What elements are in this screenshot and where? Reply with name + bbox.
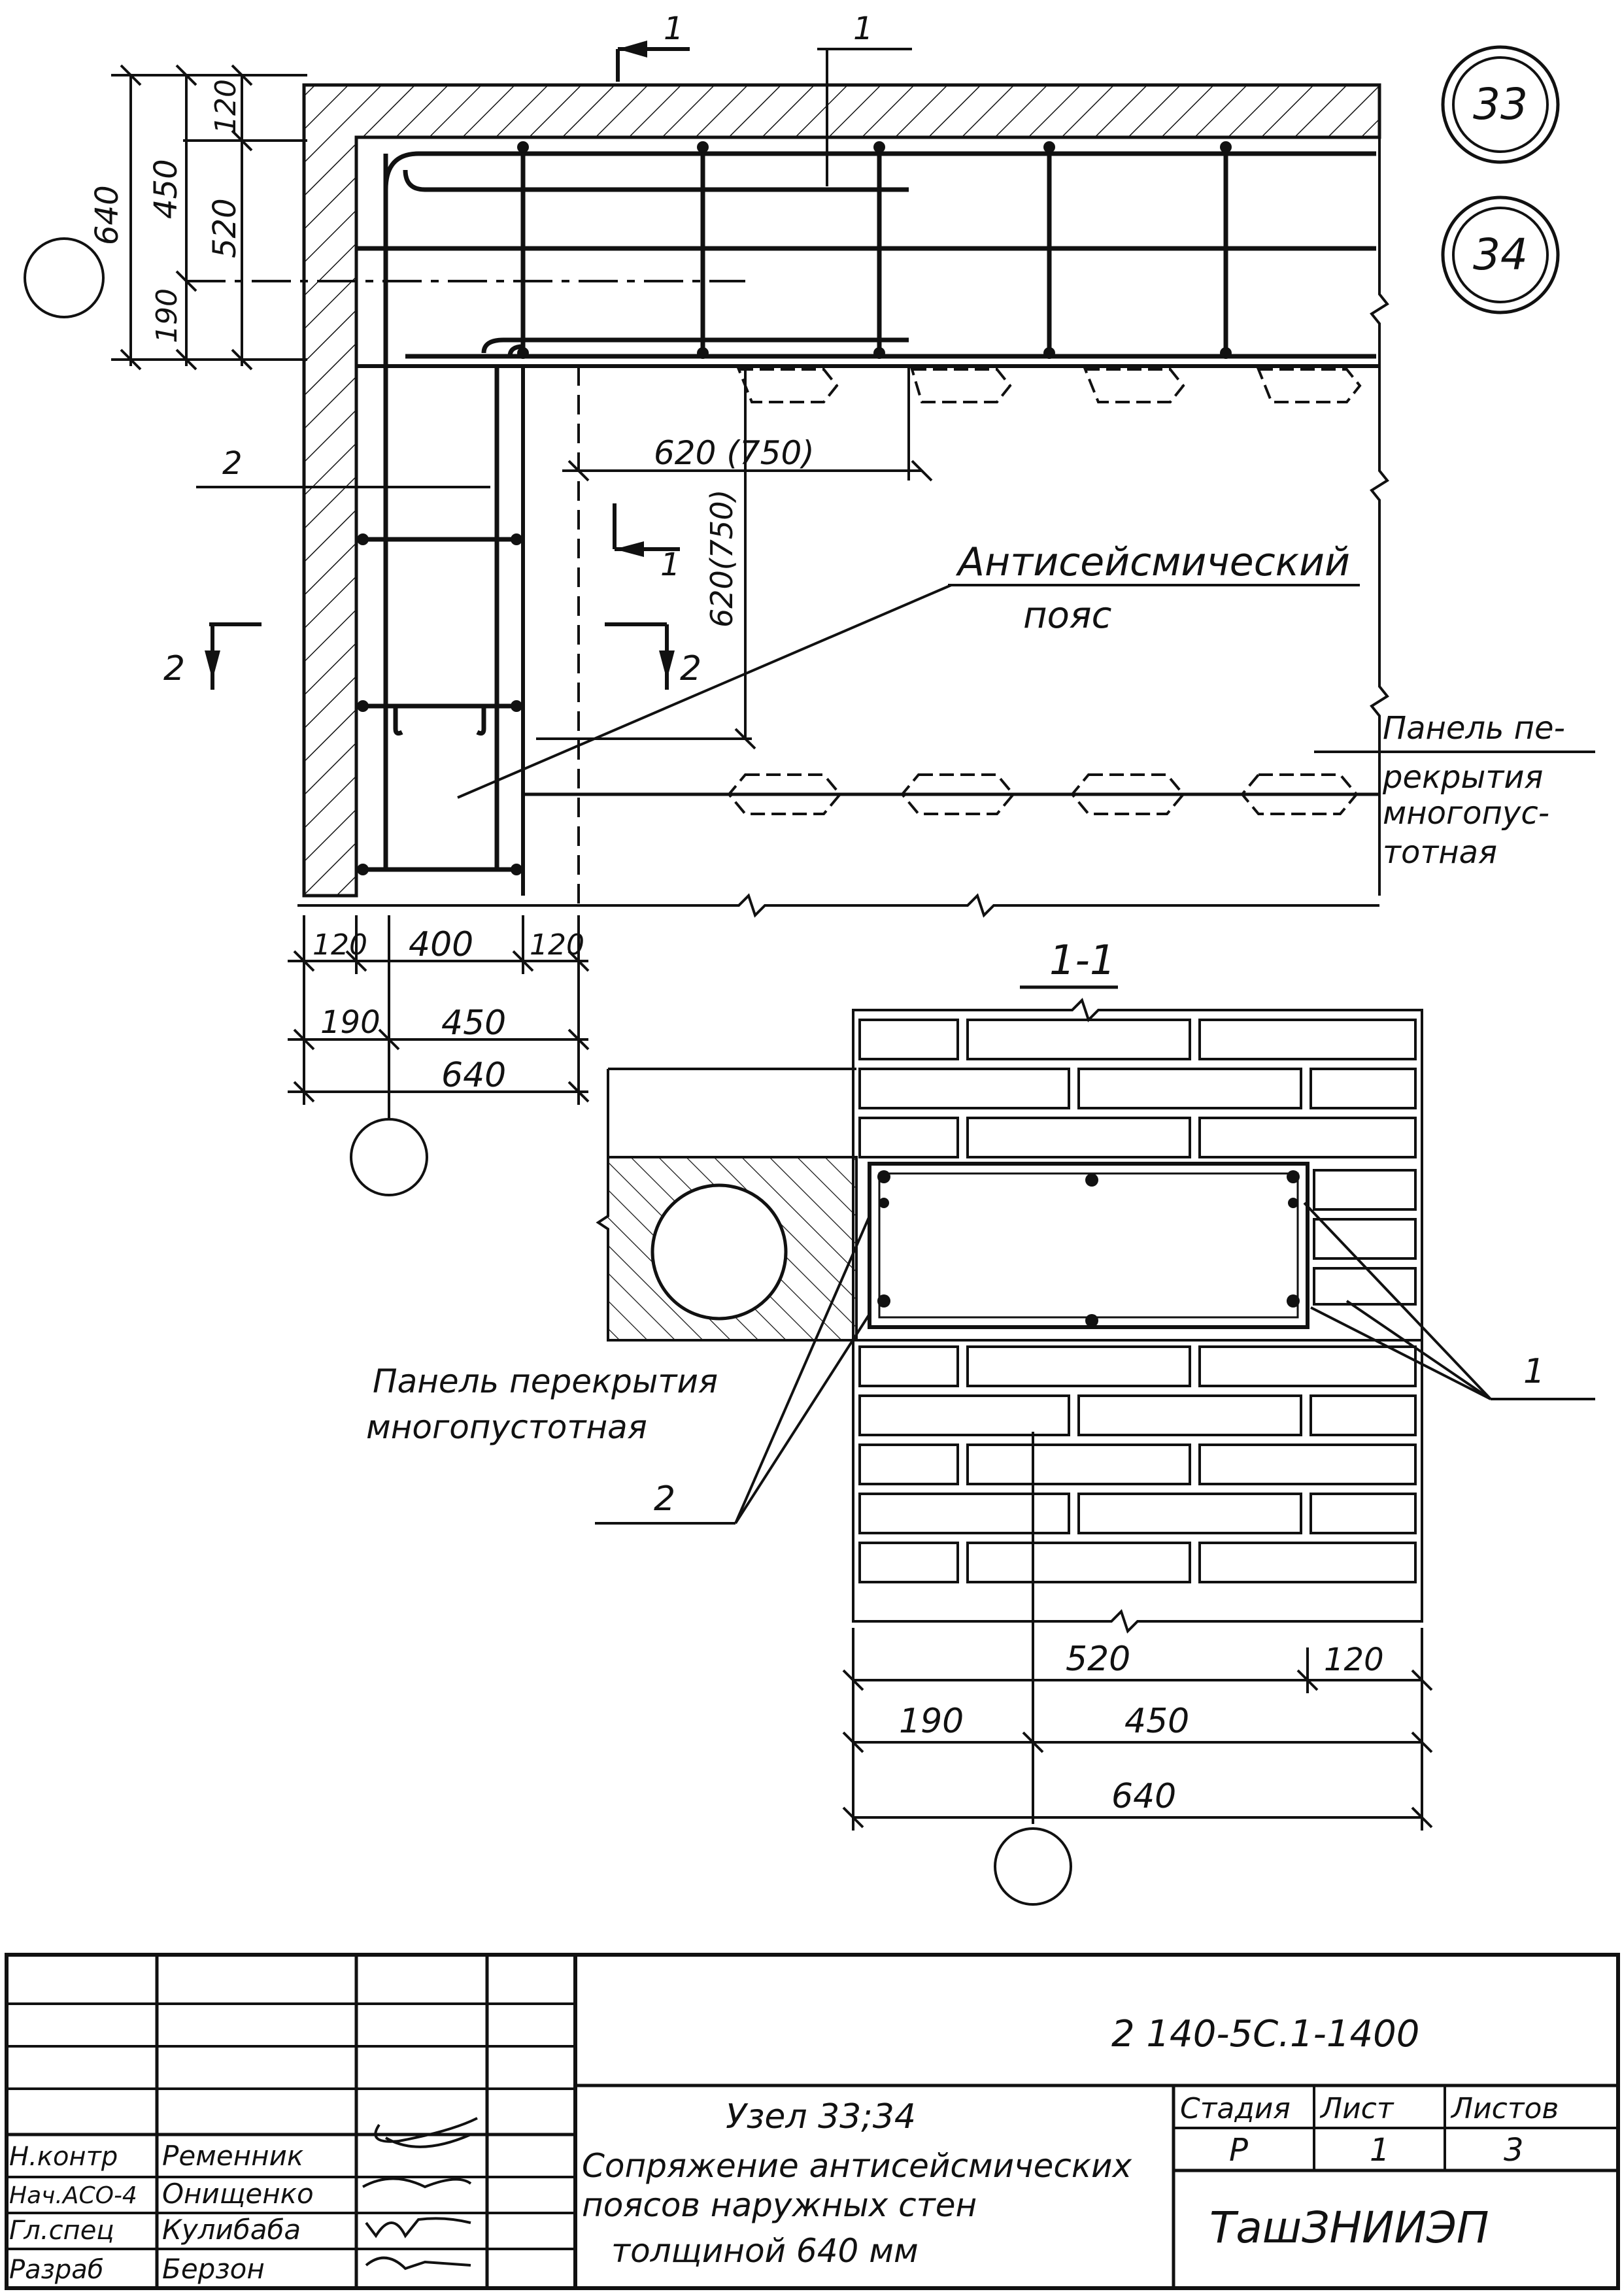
signoff-table: Н.контр Ременник Нач.АСО-4 Онищенко Гл.с… <box>9 2140 314 2285</box>
name-1: Ременник <box>162 2140 304 2172</box>
section-dim-total: 640 <box>1111 1777 1176 1816</box>
masonry-upper <box>858 1019 1417 1306</box>
section-title: 1-1 <box>1049 936 1115 984</box>
panel-callout-plan: Панель пе- рекрытия многопус- тотная <box>1314 710 1595 871</box>
section-dim-mid-left: 190 <box>899 1702 964 1741</box>
dim-bottom-right: 120 <box>530 928 584 962</box>
belt-label-2: пояс <box>1023 594 1112 637</box>
section-callout-1-label: 1 <box>1523 1352 1545 1391</box>
role-1: Н.контр <box>9 2142 118 2172</box>
section-mark-1-top-label: 1 <box>664 10 684 47</box>
title-block <box>5 1953 1620 2290</box>
plan-view: 1 1 33 34 <box>24 10 1595 1196</box>
callout-1-top-label: 1 <box>853 10 873 47</box>
panel-label-line-3: многопус- <box>1383 795 1549 832</box>
sheet-header: Лист <box>1319 2092 1394 2125</box>
section-mark-1-top: 1 <box>616 10 690 82</box>
stage-value: Р <box>1229 2132 1248 2169</box>
belt-callout: Антисейсмический пояс <box>457 539 1360 799</box>
callout-2-left: 2 <box>196 445 490 488</box>
dim-bottom-row2-right: 450 <box>441 1004 506 1043</box>
panel-label-line-4: тотная <box>1383 834 1497 871</box>
section-dim-top-left: 520 <box>1066 1640 1130 1679</box>
role-4: Разраб <box>9 2255 103 2285</box>
section-callout-2 <box>595 1215 871 1525</box>
section-panel-label-1: Панель перекрытия <box>373 1362 718 1400</box>
axis-circle-left <box>24 237 105 318</box>
name-2: Онищенко <box>162 2178 314 2210</box>
node-marker-33-label: 33 <box>1473 79 1528 129</box>
axis-circle-bottom <box>350 1118 428 1196</box>
section-mark-1-inner: 1 <box>613 503 681 583</box>
belt-label: Антисейсмический <box>955 539 1350 585</box>
callout-2-left-label: 2 <box>222 445 243 482</box>
drawing-title-line-4: толщиной 640 мм <box>611 2232 919 2270</box>
dim-bottom-row2-left: 190 <box>320 1004 380 1041</box>
section-1-1: 1-1 <box>366 936 1595 1906</box>
section-callout-2-label: 2 <box>654 1479 675 1519</box>
drawing-title-line-3: поясов наружных стен <box>582 2186 977 2224</box>
dim-left-total: 640 <box>89 185 126 245</box>
pitch-h-label: 620 (750) <box>654 434 815 472</box>
node-marker-33: 33 <box>1441 45 1560 164</box>
dim-left-top: 120 <box>209 79 243 134</box>
section-dim-mid-right: 450 <box>1124 1702 1189 1741</box>
bottom-dimensions <box>288 915 590 1118</box>
role-3: Гл.спец <box>9 2216 114 2246</box>
section-dimensions <box>842 1628 1433 1831</box>
sheets-value: 3 <box>1504 2132 1524 2169</box>
name-3: Кулибаба <box>162 2214 301 2246</box>
dim-left-mid: 450 <box>148 159 184 219</box>
node-marker-34: 34 <box>1441 195 1560 314</box>
pitch-v-label: 620(750) <box>704 490 739 628</box>
panel-label-line-2: рекрытия <box>1382 759 1543 796</box>
organization: ТашЗНИИЭП <box>1209 2203 1489 2253</box>
callout-1-top: 1 <box>817 10 912 186</box>
drawing-title-line-2: Сопряжение антисейсмических <box>582 2147 1132 2185</box>
sheet-value: 1 <box>1370 2132 1390 2169</box>
node-marker-34-label: 34 <box>1473 229 1528 280</box>
section-panel-label-2: многопустотная <box>366 1408 647 1446</box>
dim-left-bottom: 190 <box>150 288 184 343</box>
section-mark-2-inner: 2 <box>605 622 701 690</box>
slab-section <box>596 1156 858 1342</box>
section-mark-1-inner-label: 1 <box>660 547 681 583</box>
section-mark-2-left: 2 <box>163 622 262 690</box>
section-callout-1 <box>1303 1202 1595 1400</box>
axis-circle-section <box>994 1827 1072 1906</box>
section-mark-2-left-label: 2 <box>163 649 185 688</box>
dim-bottom-total: 640 <box>441 1056 506 1095</box>
section-mark-2-inner-label: 2 <box>680 649 701 688</box>
section-dim-top-right: 120 <box>1324 1642 1384 1678</box>
role-2: Нач.АСО-4 <box>9 2182 137 2209</box>
panel-label-line-1: Панель пе- <box>1383 710 1565 747</box>
dim-left-inner: 520 <box>207 198 243 258</box>
belt-section <box>868 1162 1309 1329</box>
dim-bottom-mid: 400 <box>409 925 473 964</box>
name-4: Берзон <box>162 2253 265 2285</box>
dim-bottom-left: 120 <box>313 928 367 962</box>
sheets-header: Листов <box>1450 2092 1559 2125</box>
stage-header: Стадия <box>1180 2092 1291 2125</box>
drawing-title-line-1: Узел 33;34 <box>726 2097 916 2136</box>
plan-wall-hatch <box>302 83 1381 898</box>
left-dimensions <box>111 64 745 371</box>
masonry-lower <box>858 1345 1417 1583</box>
doc-code: 2 140-5С.1-1400 <box>1111 2013 1419 2055</box>
pitch-dimension <box>536 366 933 750</box>
